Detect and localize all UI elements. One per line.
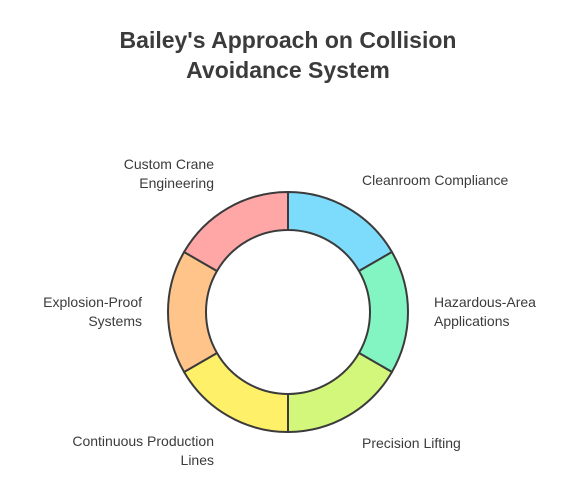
ring-segment-cleanroom	[287, 191, 393, 272]
ring-segment-explosion	[167, 251, 218, 373]
label-cleanroom-compliance: Cleanroom Compliance	[362, 172, 509, 188]
diagram-title: Bailey's Approach on Collision Avoidance…	[0, 25, 576, 85]
title-line-1: Bailey's Approach on Collision	[119, 27, 457, 53]
label-hazardous-area-applications: Hazardous-Area Applications	[434, 294, 536, 329]
ring-segment-precision	[287, 352, 393, 433]
label-explosion-proof-systems: Explosion-Proof Systems	[43, 294, 142, 329]
label-custom-crane-engineering: Custom Crane Engineering	[123, 156, 214, 191]
label-continuous-production-lines: Continuous Production Lines	[72, 433, 214, 468]
ring-segment-hazardous	[358, 251, 409, 373]
title-line-2: Avoidance System	[186, 57, 390, 83]
ring-segment-custom	[183, 191, 289, 272]
ring-segment-continuous	[183, 352, 289, 433]
label-precision-lifting: Precision Lifting	[362, 435, 461, 451]
